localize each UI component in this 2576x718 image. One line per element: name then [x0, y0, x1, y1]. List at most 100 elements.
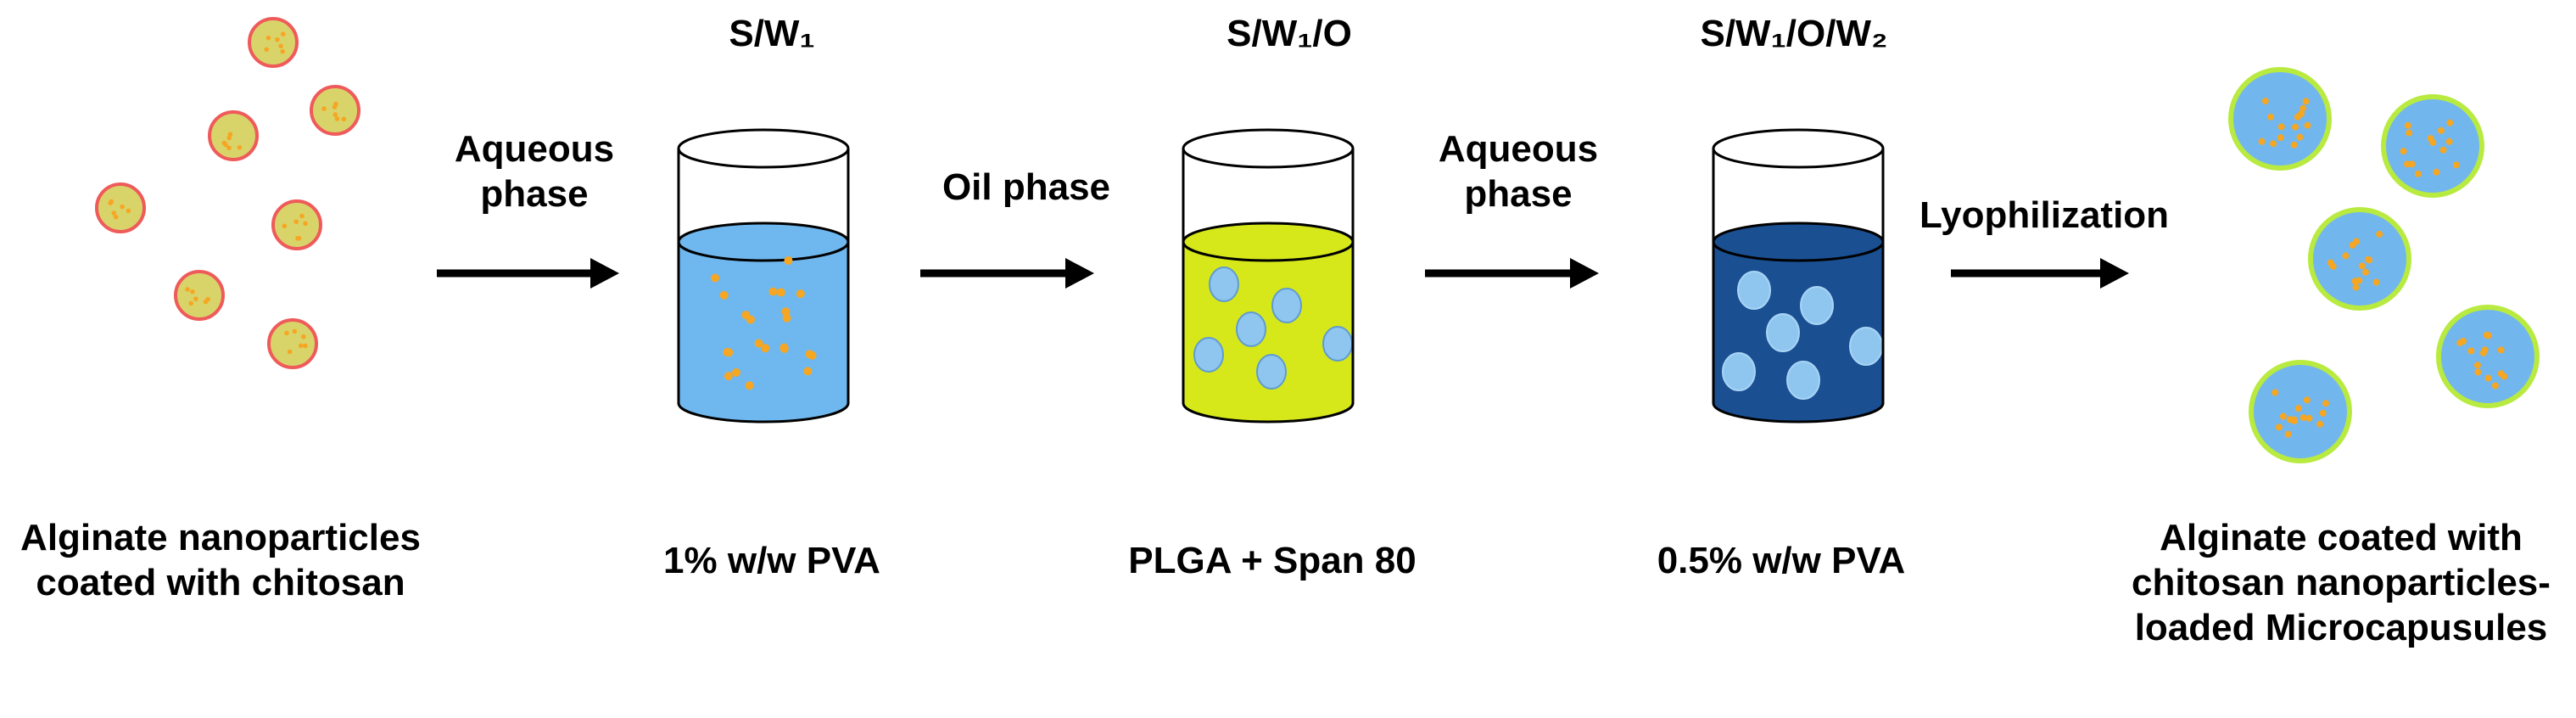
particle-dot: [780, 343, 789, 352]
particle-dot: [280, 31, 286, 36]
description-s-w1: 1% w/w PVA: [663, 540, 880, 581]
arrow-head: [2100, 258, 2129, 289]
particle-dot: [203, 299, 209, 305]
description-start-material: Alginate nanoparticles coated with chito…: [0, 516, 441, 606]
particle-dot: [333, 101, 338, 107]
description-line: coated with chitosan: [36, 561, 405, 603]
particle-dot: [2404, 160, 2411, 168]
arrow-label-line: phase: [1464, 172, 1573, 215]
particle-dot: [185, 287, 190, 292]
particle-dot: [745, 381, 754, 390]
particle-dot: [2366, 256, 2373, 264]
particle-dot: [2277, 123, 2285, 131]
beaker-rim: [1712, 128, 1885, 169]
particle-dot: [2316, 420, 2324, 428]
particle-dot: [2362, 268, 2370, 276]
particle-dot: [2322, 400, 2329, 407]
liquid-surface: [1182, 222, 1355, 262]
particle-dot: [2319, 409, 2327, 417]
particle-dot: [711, 273, 720, 283]
particle-dot: [2445, 137, 2453, 145]
nanoparticle: [95, 182, 146, 233]
particle-dot: [2452, 161, 2460, 169]
droplet: [1737, 271, 1771, 310]
particle-dot: [2474, 368, 2482, 376]
droplet: [1209, 266, 1239, 302]
particle-dot: [321, 106, 327, 111]
particle-dot: [2258, 137, 2266, 145]
particle-dot: [108, 200, 113, 205]
particle-dot: [719, 290, 729, 300]
particle-dot: [300, 334, 306, 339]
microcapsule-body: [2308, 207, 2411, 311]
particle-dot: [332, 112, 338, 117]
particle-dot: [2351, 278, 2359, 285]
nanoparticle: [271, 199, 322, 250]
microcapsule-body: [2249, 360, 2352, 463]
particle-dot: [2414, 170, 2422, 177]
particle-dot: [298, 343, 304, 349]
description-line: loaded Microcapusules: [2134, 606, 2548, 648]
microcapsule-body: [2381, 94, 2484, 198]
particle-dot: [2427, 135, 2434, 143]
arrow-label-line: Lyophilization: [1919, 194, 2170, 236]
particle-dot: [193, 296, 198, 301]
arrow-label-line: Oil phase: [942, 166, 1111, 208]
arrow-head: [1065, 258, 1094, 289]
particle-dot: [2294, 405, 2302, 412]
particle-dot: [2491, 382, 2499, 390]
droplet: [1271, 288, 1302, 323]
microcapsule-body: [2228, 67, 2332, 171]
liquid-surface: [1712, 222, 1885, 262]
droplet: [1800, 286, 1834, 325]
droplet: [1786, 361, 1820, 400]
particle-dot: [2296, 133, 2304, 141]
particle-dot: [2342, 252, 2350, 260]
particle-dot: [188, 300, 194, 306]
particle-dot: [2433, 168, 2440, 176]
arrow-label-line: Aqueous: [454, 128, 615, 170]
particle-dot: [303, 343, 308, 349]
particle-dot: [111, 210, 117, 216]
particle-dot: [341, 116, 347, 122]
particle-dot: [2358, 262, 2366, 270]
description-line: chitosan nanoparticles-: [2132, 561, 2551, 603]
particle-dot: [2484, 374, 2492, 382]
particle-dot: [784, 256, 793, 266]
microcapsule-cluster: [2228, 67, 2540, 463]
particle-dot: [126, 208, 131, 214]
particle-dot: [2484, 332, 2492, 339]
particle-dot: [280, 48, 286, 54]
arrow-label-line: Aqueous: [1438, 128, 1599, 170]
particle-dot: [293, 219, 299, 225]
nanoparticle-body: [310, 85, 360, 136]
particle-dot: [292, 328, 298, 334]
microcapsule: [2249, 360, 2352, 463]
particle-dot: [287, 349, 293, 355]
particle-dot: [2271, 389, 2279, 396]
process-arrows: [437, 258, 2129, 289]
particle-dot: [2299, 104, 2307, 112]
particle-dot: [2270, 140, 2277, 148]
particle-dot: [768, 287, 778, 296]
particle-dot: [731, 367, 740, 377]
particle-dot: [2287, 416, 2294, 424]
microcapsule: [2308, 207, 2411, 311]
particle-dot: [2299, 414, 2307, 422]
nanoparticle-body: [267, 318, 318, 369]
particle-dot: [303, 221, 308, 227]
particle-dot: [2353, 238, 2361, 245]
particle-dot: [2400, 148, 2407, 155]
arrow-label-aqueous-phase-1: Aqueous phase: [424, 127, 645, 217]
particle-dot: [226, 135, 232, 141]
particle-dot: [265, 35, 271, 41]
particle-dot: [2327, 259, 2334, 266]
phase-label-s-w1: S/W₁: [729, 13, 815, 54]
particle-dot: [2376, 230, 2383, 238]
nanoparticle: [267, 318, 318, 369]
beaker-bottom: [677, 402, 850, 424]
particle-dot: [221, 140, 227, 146]
particle-dot: [2261, 98, 2269, 105]
